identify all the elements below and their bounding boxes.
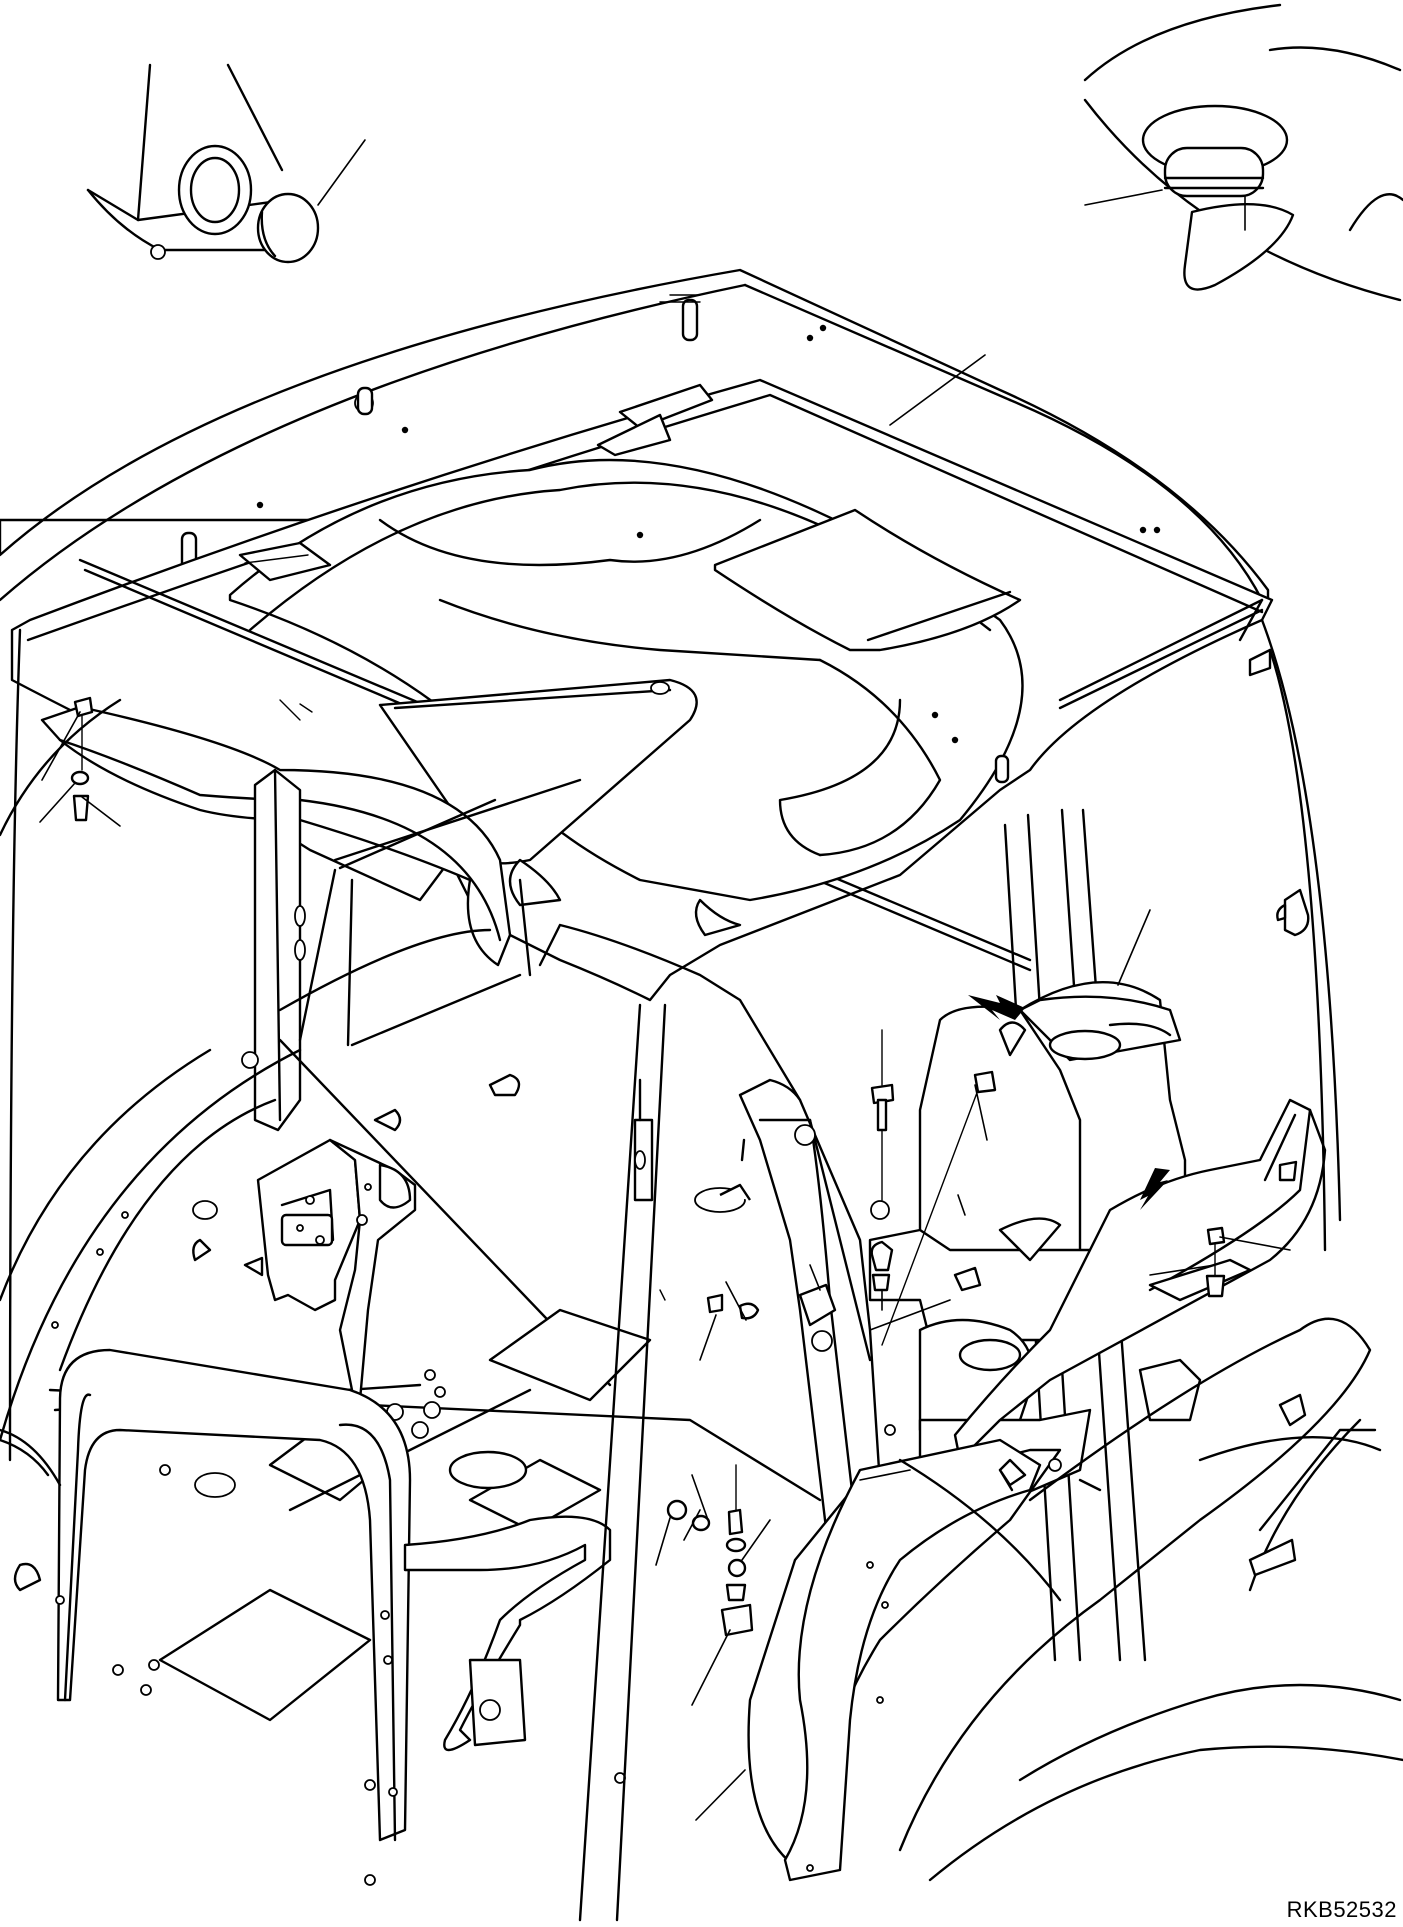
fastener-group xyxy=(70,696,1226,1637)
leader-lines xyxy=(39,354,1291,1821)
right-lower-fender xyxy=(747,1317,1403,1882)
drawing-reference-code: RKB52532 xyxy=(1286,1897,1397,1922)
right-cab-frame xyxy=(1238,598,1342,1252)
arrow-icon xyxy=(968,995,1025,1020)
detail-inset-cap xyxy=(86,63,366,264)
headliner-panel xyxy=(10,378,1274,1002)
bolt-icon xyxy=(73,696,94,718)
front-window-frame xyxy=(0,1348,412,1842)
right-side-trim-panel xyxy=(953,1098,1327,1462)
pillar-trim-cover xyxy=(738,1078,882,1572)
left-control-bracket xyxy=(256,1138,417,1407)
arrow-icon xyxy=(1140,1168,1170,1210)
grab-handrail xyxy=(403,1515,612,1752)
callout-arrows xyxy=(968,995,1170,1210)
detail-inset-oval-plug xyxy=(1083,3,1403,302)
